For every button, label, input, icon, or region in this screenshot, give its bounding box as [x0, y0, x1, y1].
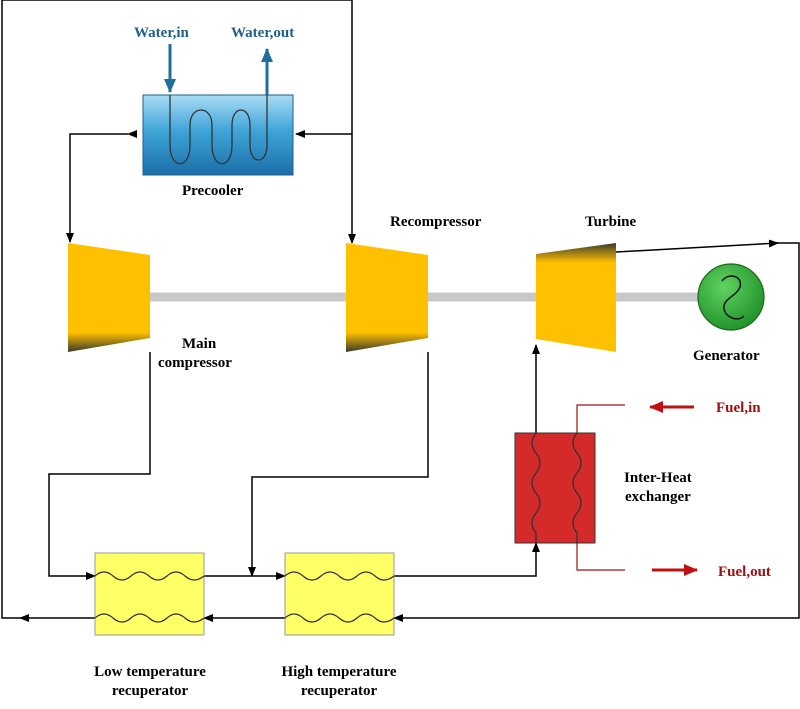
- generator: [697, 263, 765, 331]
- low-temperature-recuperator-label-line1: Low temperature: [94, 664, 206, 680]
- recompressor-label: Recompressor: [390, 214, 482, 230]
- main-compressor-label-line2: compressor: [158, 355, 232, 371]
- generator-label: Generator: [693, 348, 760, 364]
- recompressor: [346, 243, 428, 352]
- water-in-label: Water,in: [134, 25, 190, 41]
- inter-heat-exchanger-label-line1: Inter-Heat: [624, 470, 692, 486]
- precooler: [142, 94, 294, 176]
- fuel-in-label: Fuel,in: [716, 400, 761, 416]
- low-temperature-recuperator: [94, 552, 205, 636]
- main-compressor: [68, 243, 150, 352]
- inter-heat-exchanger-label-line2: exchanger: [625, 489, 691, 505]
- high-temperature-recuperator-label-line1: High temperature: [281, 664, 396, 680]
- inter-heat-exchanger: [514, 432, 596, 544]
- fuel-lines: [576, 401, 698, 576]
- main-compressor-label-line1: Main: [182, 336, 217, 352]
- water-lines: [164, 44, 273, 95]
- fuel-out-label: Fuel,out: [718, 564, 771, 580]
- high-temperature-recuperator: [284, 552, 395, 636]
- turbine: [536, 243, 616, 352]
- precooler-label: Precooler: [182, 183, 244, 199]
- high-temperature-recuperator-label-line2: recuperator: [301, 683, 378, 699]
- process-piping: [1, 0, 800, 622]
- water-out-label: Water,out: [231, 25, 294, 41]
- turbine-label: Turbine: [585, 214, 636, 230]
- low-temperature-recuperator-label-line2: recuperator: [112, 683, 189, 699]
